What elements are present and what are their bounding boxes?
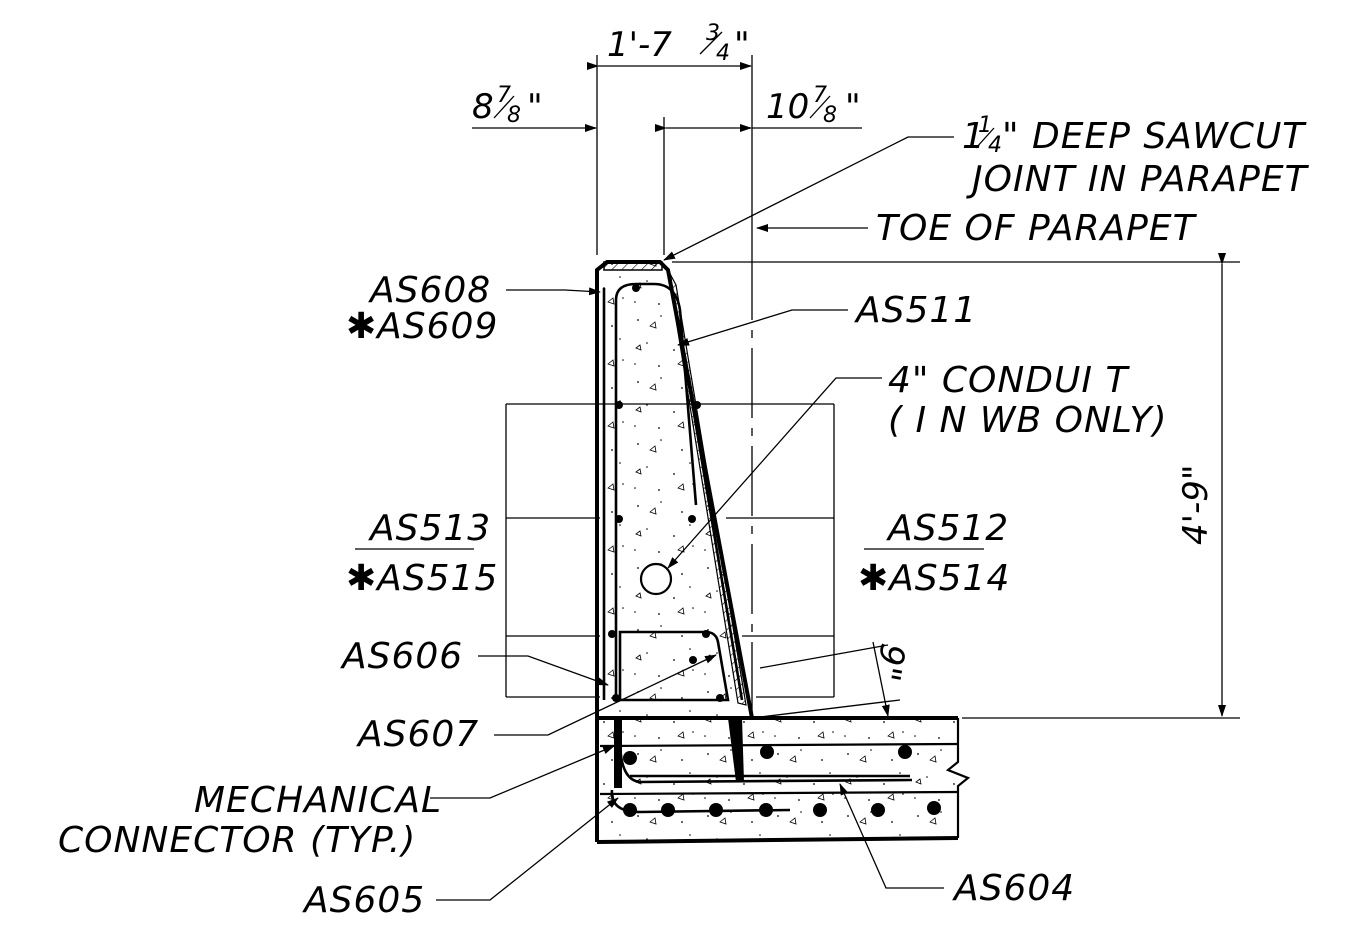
dim-top-width-inch: "	[734, 25, 750, 65]
as607-label: AS607	[356, 714, 479, 755]
callout-as605: AS605	[302, 797, 619, 921]
callout-toe: TOE OF PARAPET	[756, 208, 1198, 249]
sawcut-frac-den: 4	[988, 133, 1002, 158]
callout-sawcut: 1 1 4 " DEEP SAWCUT JOINT IN PARAPET	[663, 113, 1310, 261]
sawcut-prefix: 1	[962, 116, 986, 157]
mechanical-line2: CONNECTOR (TYP.)	[58, 820, 416, 861]
reinforcement	[602, 282, 941, 817]
callout-as512: AS512 ✱AS514	[858, 508, 1010, 599]
sawcut-line2: JOINT IN PARAPET	[966, 159, 1310, 200]
dim-height: 4'-9"	[1176, 464, 1216, 545]
as609-label: ✱AS609	[346, 306, 498, 347]
dim-top-width-feet: 1'-7	[607, 25, 672, 65]
dimension-height: 4'-9"	[1176, 253, 1226, 717]
toe-label: TOE OF PARAPET	[876, 208, 1198, 249]
mechanical-line1: MECHANICAL	[194, 780, 442, 821]
dimension-top-width: 1'-7 3 4 "	[587, 21, 752, 70]
extension-lines	[505, 55, 1240, 719]
as606-label: AS606	[340, 636, 463, 677]
as513-label: AS513	[368, 508, 491, 549]
dim-left-num: 7	[497, 83, 511, 108]
dim-left-whole: 8	[472, 87, 494, 127]
dimension-right-offset: 10 7 8 "	[655, 83, 862, 132]
dim-right-inch: "	[845, 87, 861, 127]
sawcut-frac-num: 1	[978, 113, 992, 138]
dim-right-whole: 10	[766, 87, 809, 127]
callout-as513: AS513 ✱AS515	[346, 508, 498, 599]
dim-left-inch: "	[527, 87, 543, 127]
callout-as608: AS608 ✱AS609	[346, 270, 601, 347]
sawcut-line1: " DEEP SAWCUT	[1002, 116, 1307, 157]
dimension-slab-thickness: 9"	[867, 640, 913, 717]
dim-right-den: 8	[823, 103, 837, 128]
conduit-circle	[639, 562, 673, 596]
conduit-line1: 4" CONDUI T	[888, 360, 1130, 401]
as511-label: AS511	[854, 290, 977, 331]
as515-label: ✱AS515	[346, 558, 498, 599]
dimension-left-offset: 8 7 8 "	[472, 83, 597, 132]
as512-label: AS512	[886, 508, 1009, 549]
as605-label: AS605	[302, 880, 425, 921]
callout-mechanical-connector: MECHANICAL CONNECTOR (TYP.)	[58, 745, 615, 861]
deck-slab	[596, 716, 971, 844]
conduit-line2: ( I N WB ONLY)	[888, 400, 1168, 441]
callout-as607: AS607	[356, 654, 717, 755]
callout-as511: AS511	[677, 290, 977, 346]
callout-as606: AS606	[340, 636, 609, 686]
dim-top-width-num: 3	[706, 21, 720, 46]
dim-top-width-den: 4	[716, 41, 730, 66]
callout-slab-face	[751, 644, 901, 719]
callout-conduit: 4" CONDUI T ( I N WB ONLY)	[667, 360, 1168, 569]
as604-label: AS604	[952, 868, 1075, 909]
as608-label: AS608	[368, 270, 491, 311]
dim-left-den: 8	[507, 103, 521, 128]
callout-as604: AS604	[839, 783, 1075, 909]
dim-right-num: 7	[813, 83, 827, 108]
as514-label: ✱AS514	[858, 558, 1010, 599]
